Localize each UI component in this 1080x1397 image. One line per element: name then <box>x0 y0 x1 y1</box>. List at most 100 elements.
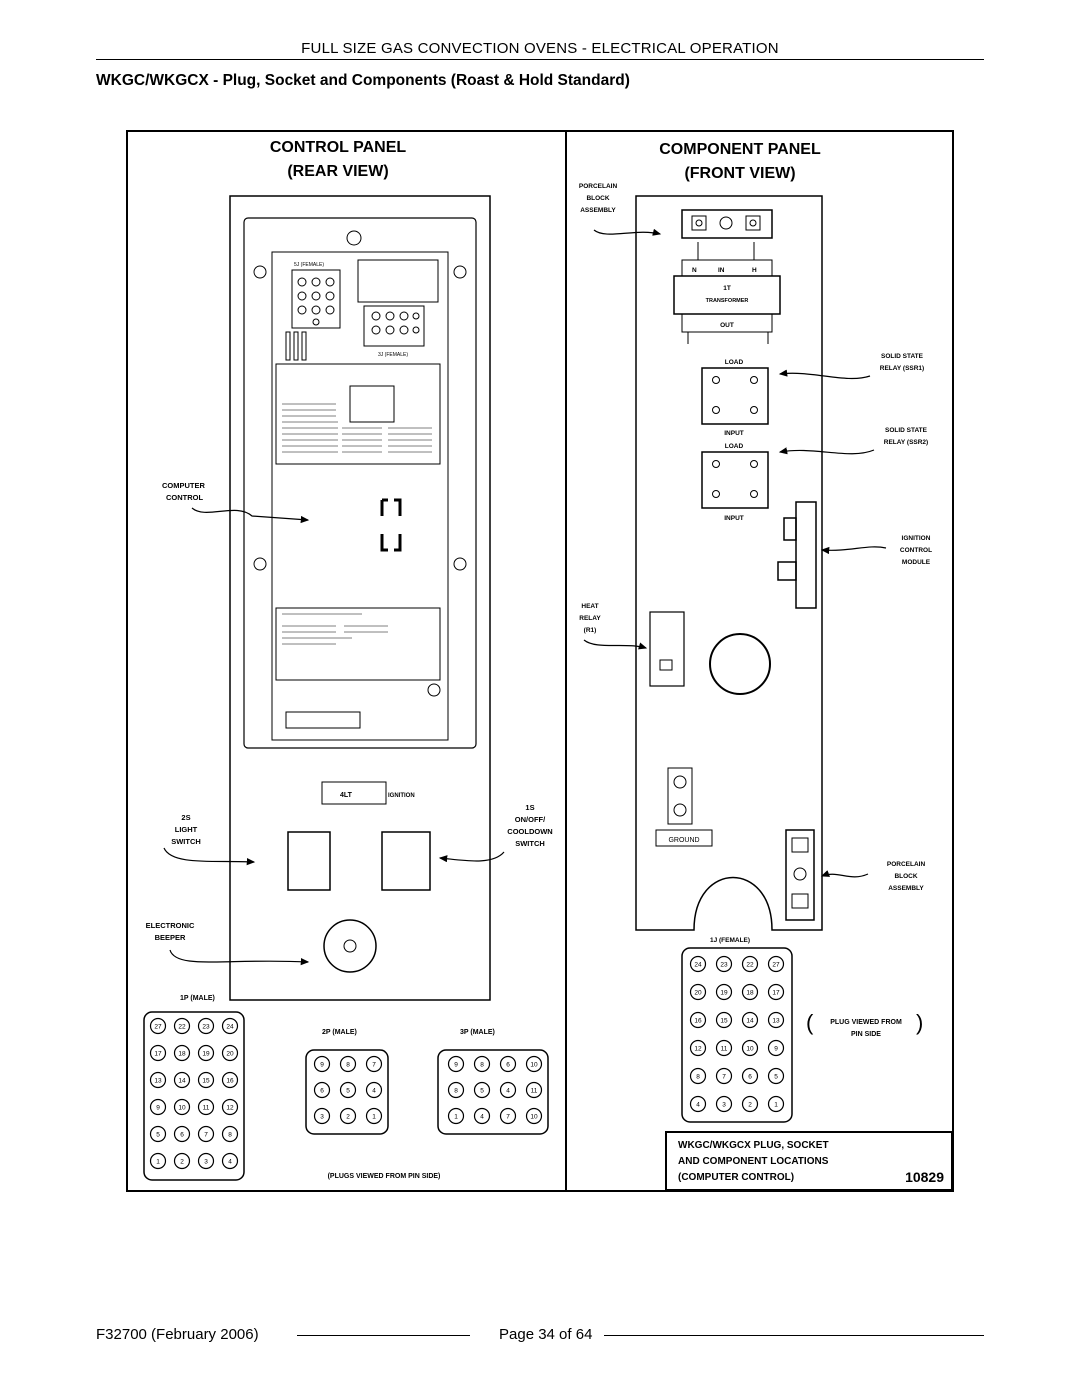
2p-pin <box>339 1107 357 1125</box>
plugs-viewed-note: (PLUGS VIEWED FROM PIN SIDE) <box>328 1173 441 1180</box>
2p-pin-number: 5 <box>346 1088 350 1095</box>
1j-pin-number: 18 <box>746 990 754 997</box>
light-switch-label-2: LIGHT <box>175 825 198 834</box>
header-rule <box>96 59 984 60</box>
1p-pin-number: 18 <box>178 1051 186 1058</box>
heat-relay-label-3: (R1) <box>584 627 597 634</box>
1j-pin-number: 2 <box>748 1102 752 1109</box>
transformer <box>673 242 781 344</box>
1p-pin-number: 5 <box>156 1132 160 1139</box>
ssr1-input-label: INPUT <box>724 430 744 437</box>
1p-pin <box>173 1152 191 1170</box>
ssr1-load-label: LOAD <box>725 359 744 366</box>
1j-pin <box>689 1039 707 1057</box>
porcelain-block-top <box>681 209 773 239</box>
ground-label: GROUND <box>668 837 699 844</box>
board-brackets <box>380 498 402 552</box>
2p-pin-number: 2 <box>346 1114 350 1121</box>
1p-pin-number: 22 <box>178 1024 186 1031</box>
light-switch-label-1: 2S <box>181 813 190 822</box>
2p-pin <box>365 1055 383 1073</box>
3p-pin <box>499 1107 517 1125</box>
2p-pin <box>365 1081 383 1099</box>
1p-pin <box>149 1125 167 1143</box>
control-panel-title: CONTROL PANEL <box>270 139 407 156</box>
3p-pin-number: 4 <box>506 1088 510 1095</box>
1j-pin-number: 1 <box>774 1102 778 1109</box>
1p-pin <box>221 1098 239 1116</box>
ignition-module-label-3: MODULE <box>902 559 931 566</box>
heat-relay-label-1: HEAT <box>581 603 598 610</box>
figure-number: 10829 <box>905 1169 944 1185</box>
1p-pin <box>173 1125 191 1143</box>
1p-pin <box>149 1152 167 1170</box>
ignition-module-label-2: CONTROL <box>900 547 932 554</box>
3p-pin-number: 7 <box>506 1114 510 1121</box>
ssr2-label-2: RELAY (SSR2) <box>884 439 928 446</box>
1j-pin <box>715 983 733 1001</box>
1p-pin <box>149 1071 167 1089</box>
porcelain-top-label-1: PORCELAIN <box>579 183 618 190</box>
1p-pin <box>149 1044 167 1062</box>
1p-pin-number: 20 <box>226 1051 234 1058</box>
3p-pin <box>473 1107 491 1125</box>
heat-relay <box>649 611 685 687</box>
2p-pin-number: 9 <box>320 1062 324 1069</box>
porcelain-top-label-3: ASSEMBLY <box>580 207 616 214</box>
1p-pin-number: 15 <box>202 1078 210 1085</box>
heat-relay-label-2: RELAY <box>579 615 601 622</box>
solid-state-relay-1 <box>701 367 769 425</box>
footer-page-number: Page 34 of 64 <box>499 1326 593 1343</box>
1p-pin-number: 2 <box>180 1159 184 1166</box>
1j-pin <box>767 1011 785 1029</box>
2p-pin <box>313 1055 331 1073</box>
transformer-n: N <box>692 267 697 274</box>
1j-pin <box>767 983 785 1001</box>
1j-pin <box>689 1011 707 1029</box>
1j-pin <box>741 955 759 973</box>
3p-pin <box>447 1081 465 1099</box>
electronic-beeper <box>323 919 377 973</box>
3p-pin-number: 9 <box>454 1062 458 1069</box>
1p-pin-number: 11 <box>203 1105 210 1112</box>
computer-control-label-1: COMPUTER <box>162 481 206 490</box>
3p-pin-number: 1 <box>454 1114 458 1121</box>
caption-line-1: WKGC/WKGCX PLUG, SOCKET <box>678 1140 829 1151</box>
1p-pin-number: 17 <box>154 1051 162 1058</box>
2p-pin <box>313 1107 331 1125</box>
transformer-name: TRANSFORMER <box>706 298 749 304</box>
porcelain-top-label-2: BLOCK <box>586 195 609 202</box>
transformer-id: 1T <box>723 285 731 292</box>
1j-pin-number: 6 <box>748 1074 752 1081</box>
transformer-in: IN <box>718 267 725 274</box>
beeper-label-1: ELECTRONIC <box>146 921 195 930</box>
1j-pin <box>715 955 733 973</box>
1p-pin-number: 6 <box>180 1132 184 1139</box>
1j-pin-number: 4 <box>696 1102 700 1109</box>
3p-pin <box>473 1055 491 1073</box>
ssr1-label-1: SOLID STATE <box>881 353 924 360</box>
1j-pin <box>689 1095 707 1113</box>
caption-line-2: AND COMPONENT LOCATIONS <box>678 1156 829 1167</box>
2p-pin-number: 8 <box>346 1062 350 1069</box>
2p-pin <box>339 1055 357 1073</box>
light-ignition-indicator <box>321 781 387 805</box>
3p-pin-number: 5 <box>480 1088 484 1095</box>
1p-pin-number: 10 <box>178 1105 186 1112</box>
1j-pin-number: 10 <box>746 1046 754 1053</box>
plug-view-note-2: PIN SIDE <box>851 1031 881 1038</box>
3p-plug-label: 3P (MALE) <box>460 1029 495 1036</box>
1j-pin <box>689 1067 707 1085</box>
1p-pin <box>197 1152 215 1170</box>
2p-pin <box>313 1081 331 1099</box>
1j-socket-label: 1J (FEMALE) <box>710 937 750 944</box>
1p-pin-number: 27 <box>154 1024 162 1031</box>
1j-pin-number: 13 <box>772 1018 780 1025</box>
1p-pin <box>221 1017 239 1035</box>
solid-state-relay-2 <box>701 451 769 509</box>
1j-pin <box>689 955 707 973</box>
1j-pin-number: 16 <box>694 1018 702 1025</box>
